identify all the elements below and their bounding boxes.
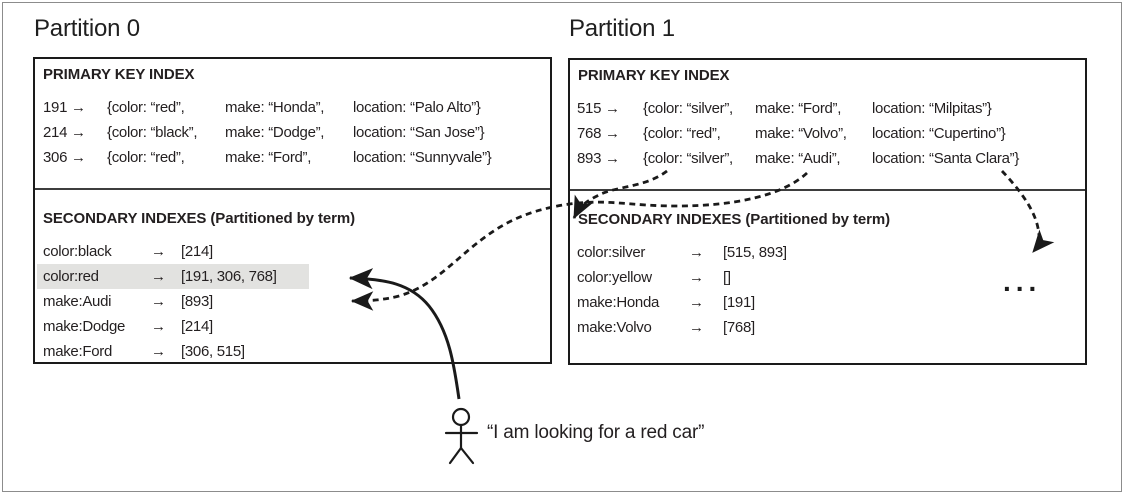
more-partitions-ellipsis: ... — [1003, 266, 1042, 297]
secondary-index-row: color:black→[214] — [35, 239, 550, 264]
primary-key-index-header: PRIMARY KEY INDEX — [578, 67, 730, 84]
secondary-index-row: make:Audi→[893] — [35, 289, 550, 314]
maps-to-arrow: → — [689, 269, 704, 286]
secondary-index-row: make:Ford→[306, 515] — [35, 339, 550, 364]
section-divider — [35, 188, 550, 190]
secondary-indexes-header: SECONDARY INDEXES (Partitioned by term) — [578, 211, 890, 228]
partition-1-box: PRIMARY KEY INDEX 515 →{color: “silver”,… — [568, 58, 1087, 365]
section-divider — [570, 189, 1085, 191]
maps-to-arrow: → — [151, 343, 166, 360]
partition-1-title: Partition 1 — [569, 15, 675, 42]
primary-index-row: 768 →{color: “red”,make: “Volvo”,locatio… — [577, 125, 1006, 142]
secondary-index-row: color:silver→[515, 893] — [570, 240, 1085, 265]
maps-to-arrow: → — [689, 294, 704, 311]
primary-index-row: 893 →{color: “silver”,make: “Audi”,locat… — [577, 150, 1020, 167]
secondary-indexes-header: SECONDARY INDEXES (Partitioned by term) — [43, 210, 355, 227]
secondary-index-row: make:Dodge→[214] — [35, 314, 550, 339]
maps-to-arrow: → — [151, 243, 166, 260]
primary-index-row: 214 →{color: “black”,make: “Dodge”,locat… — [43, 124, 485, 141]
partition-0-title: Partition 0 — [34, 15, 140, 42]
maps-to-arrow: → — [151, 293, 166, 310]
secondary-index-rows: color:black→[214] color:red→[191, 306, 7… — [35, 239, 550, 364]
primary-index-row: 306 →{color: “red”,make: “Ford”,location… — [43, 149, 492, 166]
secondary-index-row: make:Volvo→[768] — [570, 315, 1085, 340]
primary-index-row: 191 →{color: “red”,make: “Honda”,locatio… — [43, 99, 481, 116]
maps-to-arrow: → — [151, 268, 166, 285]
maps-to-arrow: → — [689, 319, 704, 336]
maps-to-arrow: → — [151, 318, 166, 335]
user-query-text: “I am looking for a red car” — [487, 422, 705, 443]
secondary-index-row-highlighted: color:red→[191, 306, 768] — [35, 264, 550, 289]
primary-key-index-rows: 191 →{color: “red”,make: “Honda”,locatio… — [35, 95, 550, 170]
primary-index-row: 515 →{color: “silver”,make: “Ford”,locat… — [577, 100, 992, 117]
primary-key-index-rows: 515 →{color: “silver”,make: “Ford”,locat… — [570, 96, 1085, 171]
primary-key-index-header: PRIMARY KEY INDEX — [43, 66, 195, 83]
maps-to-arrow: → — [689, 244, 704, 261]
partition-0-box: PRIMARY KEY INDEX 191 →{color: “red”,mak… — [33, 57, 552, 364]
